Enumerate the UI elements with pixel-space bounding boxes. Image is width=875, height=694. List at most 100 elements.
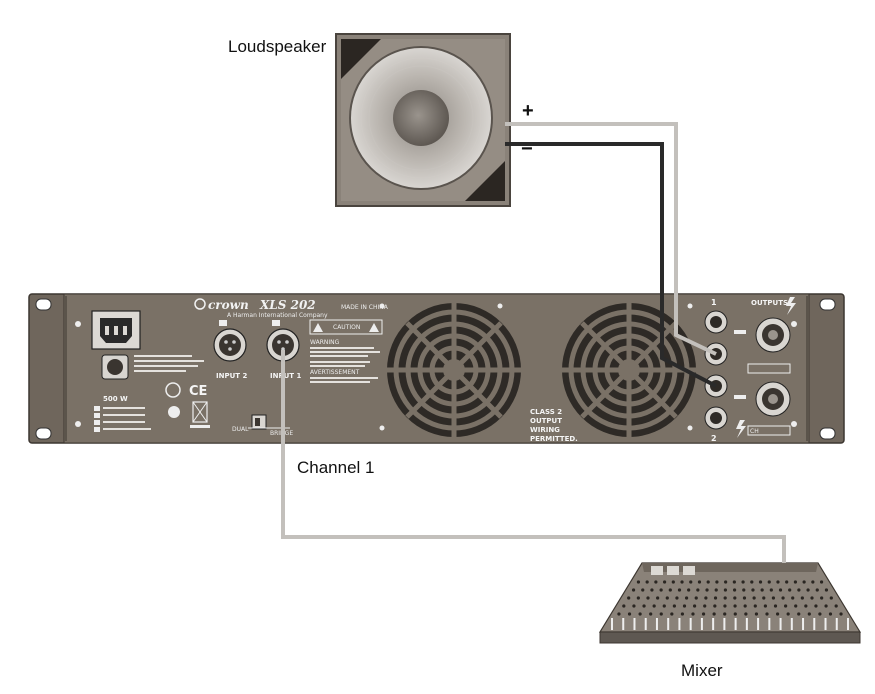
mixer-knob bbox=[758, 580, 763, 584]
ch-label: CH bbox=[750, 428, 759, 435]
mixer-knob bbox=[645, 580, 649, 584]
mixer-fader bbox=[667, 618, 670, 630]
plus-sign: + bbox=[522, 100, 534, 122]
mixer-knob bbox=[741, 580, 745, 584]
ce-mark: CE bbox=[189, 384, 207, 399]
mixer-fader bbox=[734, 618, 737, 630]
mixer-knob bbox=[636, 580, 641, 584]
speaker-cable-negative bbox=[505, 142, 717, 388]
mixer-knob bbox=[646, 596, 650, 600]
warning-text: WARNING bbox=[310, 339, 340, 346]
power-inlet bbox=[91, 310, 141, 350]
mixer-fader bbox=[824, 618, 827, 630]
mixer-knob bbox=[694, 596, 698, 600]
class2-text: CLASS 2 bbox=[530, 408, 562, 416]
mixer-knob bbox=[775, 612, 780, 616]
mixer-knob bbox=[641, 588, 645, 592]
mixer-knob bbox=[760, 588, 764, 592]
model-name: XLS 202 bbox=[259, 298, 316, 312]
mixer-knob bbox=[684, 596, 689, 600]
output-text: OUTPUT bbox=[530, 417, 562, 425]
minus-sign: − bbox=[521, 138, 533, 160]
fan-grille-left bbox=[387, 303, 521, 437]
mixer-knob bbox=[785, 580, 789, 584]
rating-text-block: 500 W bbox=[94, 355, 204, 432]
xlr-input-2: INPUT 2 bbox=[213, 320, 247, 380]
mixer-knob bbox=[742, 588, 746, 592]
mixer-fader bbox=[802, 618, 805, 630]
mixer-knob bbox=[828, 612, 833, 616]
mixer-knob bbox=[715, 580, 719, 584]
mixer-knob bbox=[732, 588, 737, 592]
mixer-fader bbox=[622, 618, 625, 630]
loudspeaker bbox=[335, 33, 511, 207]
mixer-knob bbox=[706, 580, 710, 584]
mixer-knob bbox=[668, 588, 672, 592]
mixer-knob bbox=[776, 580, 780, 584]
mixer-knob bbox=[804, 604, 808, 608]
mixer-fader bbox=[745, 618, 748, 630]
mixer-knob bbox=[677, 588, 682, 592]
channel-1-number: 1 bbox=[711, 298, 717, 307]
mixer-knob bbox=[750, 580, 754, 584]
mixer-knob bbox=[662, 580, 667, 584]
mixer-knob bbox=[743, 604, 747, 608]
mixer-knob bbox=[724, 580, 728, 584]
mixer-knob bbox=[733, 604, 737, 608]
power-switch bbox=[101, 354, 129, 380]
mixer-knob bbox=[800, 596, 804, 600]
mixer-knob bbox=[824, 604, 828, 608]
mixer-knob bbox=[682, 604, 687, 608]
mixer-knob bbox=[691, 612, 695, 616]
mixer-knob bbox=[713, 596, 718, 600]
mixer-knob bbox=[802, 580, 806, 584]
mixer-knob bbox=[703, 604, 707, 608]
mixer-fader bbox=[633, 618, 636, 630]
mixer-knob bbox=[814, 604, 818, 608]
power-rating: 500 W bbox=[103, 395, 128, 403]
mixer-knob bbox=[723, 596, 727, 600]
mixer-fader bbox=[757, 618, 760, 630]
mixer-knob bbox=[652, 604, 656, 608]
mixer-knob bbox=[650, 588, 654, 592]
mixer-knob bbox=[742, 596, 747, 600]
mixer-knob bbox=[753, 604, 757, 608]
mixer-knob bbox=[627, 596, 631, 600]
mixer-knob bbox=[693, 604, 697, 608]
input-2-label: INPUT 2 bbox=[216, 372, 247, 380]
mixer-fader bbox=[723, 618, 726, 630]
mixer-knob bbox=[788, 588, 792, 592]
mixer-knob bbox=[622, 604, 626, 608]
mixer-knob bbox=[713, 604, 717, 608]
mixer-knob bbox=[810, 596, 814, 600]
made-in: MADE IN CHINA bbox=[341, 304, 389, 311]
mixer-knob bbox=[665, 596, 669, 600]
mixer-fader bbox=[689, 618, 692, 630]
mixer-knob bbox=[723, 612, 727, 616]
mixer-knob bbox=[834, 604, 838, 608]
mixer-fader bbox=[768, 618, 771, 630]
mixer-knob bbox=[829, 596, 833, 600]
wiring-text: WIRING bbox=[530, 426, 560, 434]
rack-hole bbox=[819, 298, 836, 311]
mixer-knob bbox=[815, 588, 819, 592]
mixer-knob bbox=[754, 612, 759, 616]
mixer-knob bbox=[732, 580, 736, 584]
mixer-knob bbox=[659, 612, 663, 616]
mixer-knob bbox=[752, 596, 756, 600]
mixer-knob bbox=[680, 612, 685, 616]
mixer-knob bbox=[627, 612, 632, 616]
rack-hole bbox=[819, 427, 836, 440]
mixer-knob bbox=[671, 580, 675, 584]
mixer-knob bbox=[687, 588, 691, 592]
brand-logo: crown bbox=[208, 298, 249, 312]
mixer-knob bbox=[696, 588, 700, 592]
mixer-knob bbox=[771, 596, 776, 600]
mixer bbox=[598, 562, 862, 644]
xlr-input-1: INPUT 1 bbox=[266, 320, 301, 380]
mixer-knob bbox=[791, 596, 795, 600]
mixer-knob bbox=[712, 612, 716, 616]
mixer-knob bbox=[744, 612, 748, 616]
warning-label: CAUTION WARNING AVERTISSEMENT bbox=[309, 319, 383, 383]
mixer-knob bbox=[705, 588, 709, 592]
